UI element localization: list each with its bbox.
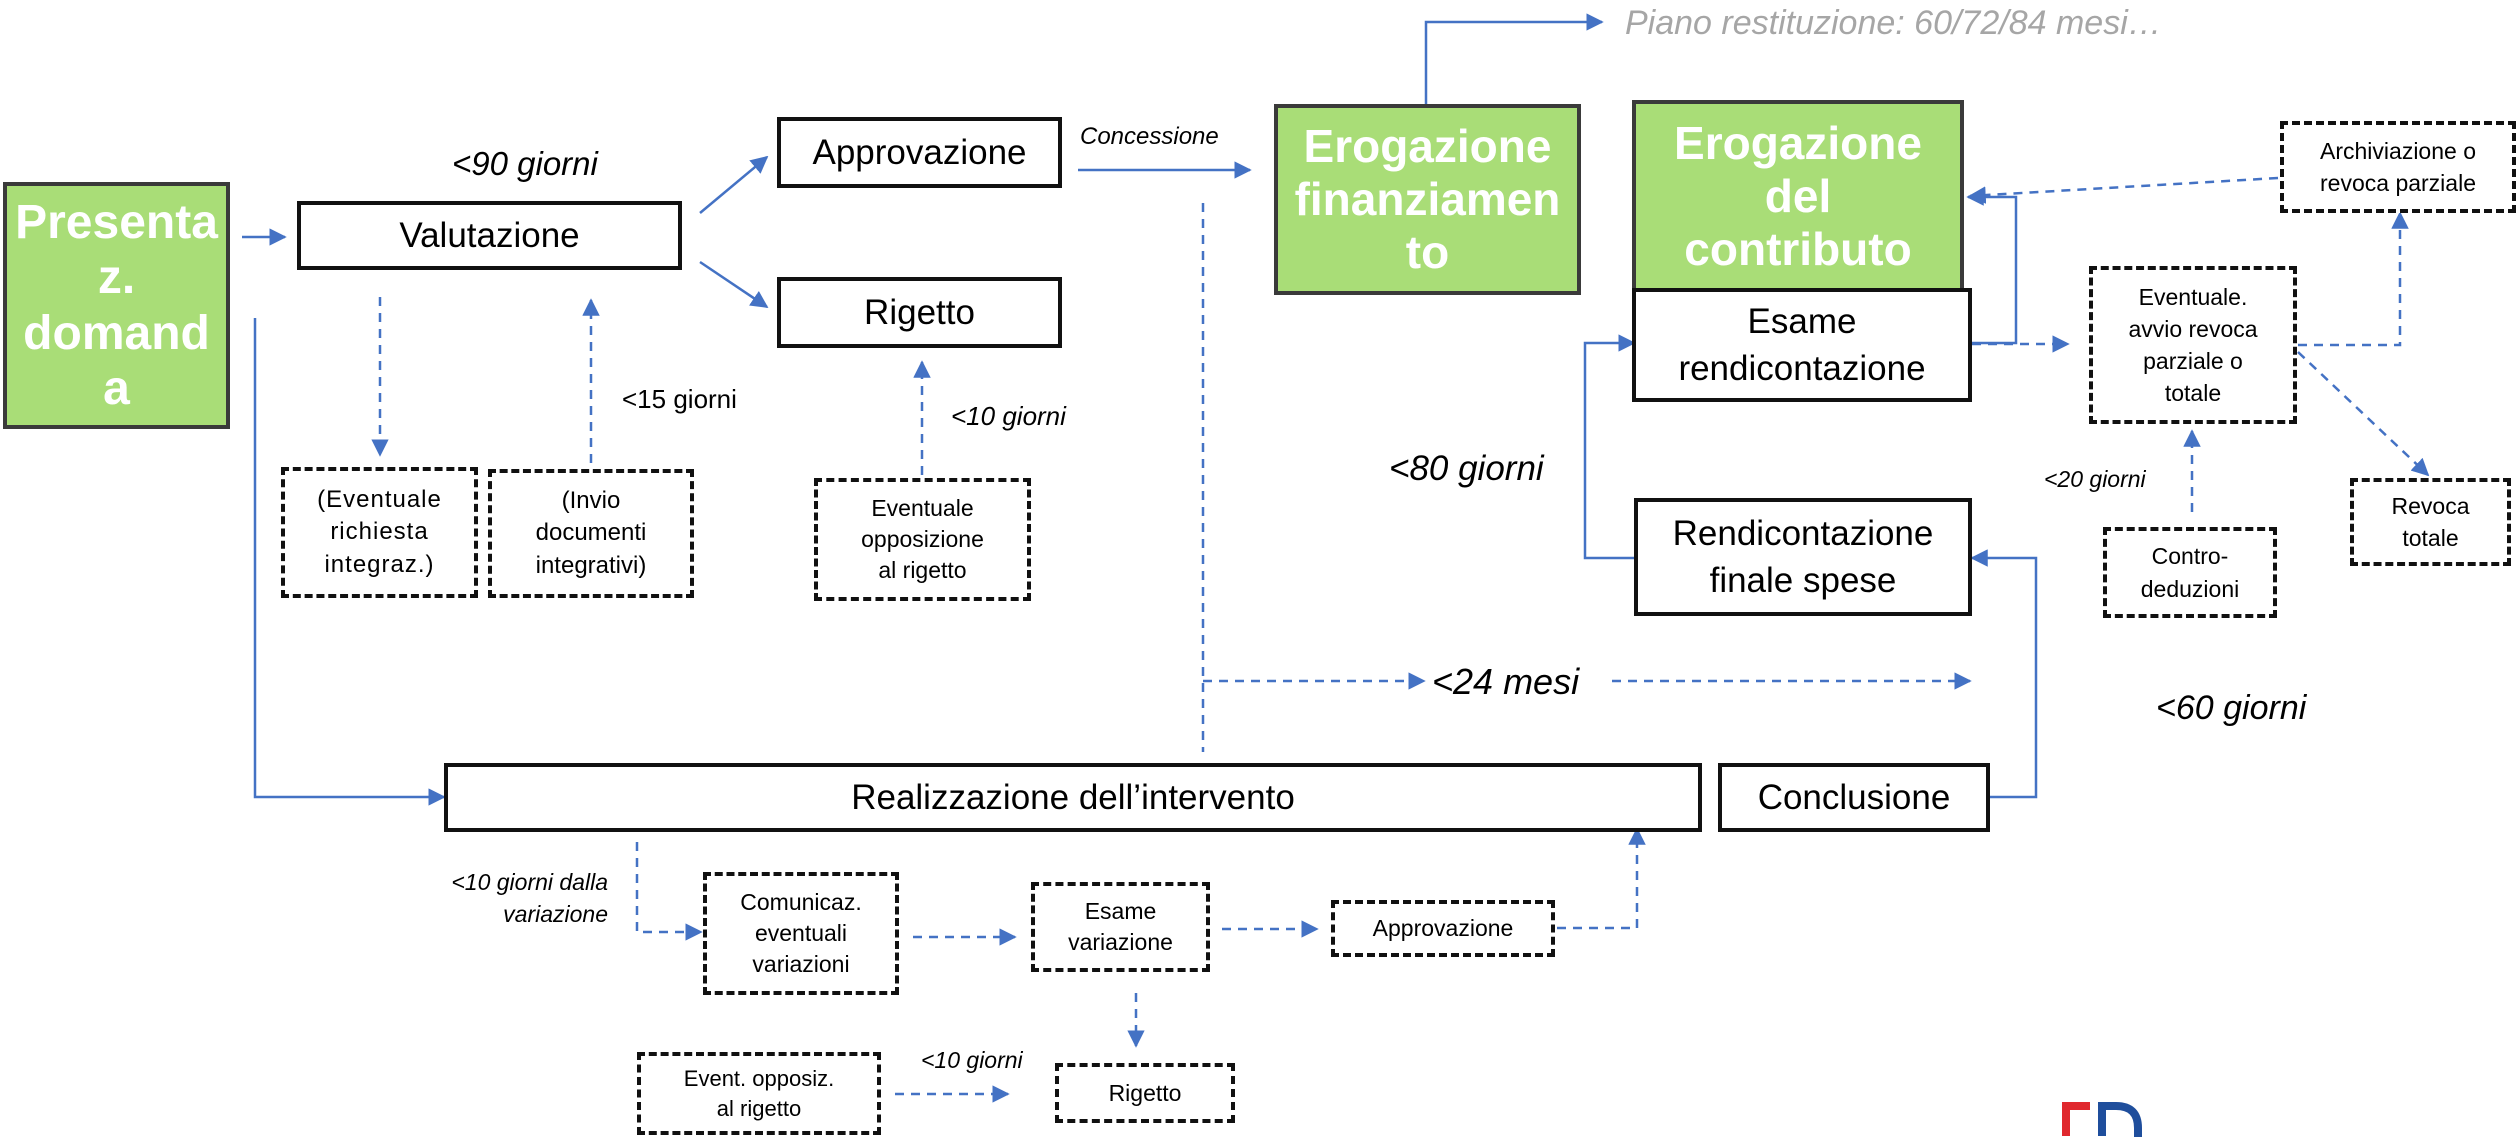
opposizione-variazione-node: Event. opposiz. al rigetto (637, 1052, 881, 1135)
arrow-avvio-revoca-totale (2297, 351, 2430, 477)
comunicazione-variazioni-node: Comunicaz. eventuali variazioni (703, 872, 899, 995)
richiesta-integrazione-node: (Eventuale richiesta integraz.) (281, 467, 478, 598)
presentazione-domanda-node: Presenta z. domand a (3, 182, 230, 429)
erogazione-finanziamento-node: Erogazione finanziamen to (1274, 104, 1581, 295)
arrow-conclusione-rendicontazione (1970, 549, 2038, 799)
archiviazione-node: Archiviazione o revoca parziale (2280, 121, 2516, 213)
dieci-giorni-opposizione-label: <10 giorni (921, 1047, 1023, 1073)
arrow-presentazione-realizzazione (253, 318, 446, 806)
arrow-valutazione-approvazione (699, 155, 769, 214)
arrow-approvazione-realizzazione (1557, 827, 1646, 930)
invio-documenti-node: (Invio documenti integrativi) (488, 469, 694, 598)
ottanta-giorni-label: <80 giorni (1389, 449, 1544, 488)
avvio-revoca-node: Eventuale. avvio revoca parziale o total… (2089, 266, 2297, 424)
arrow-realizzazione-comunicazione (635, 842, 703, 941)
quindici-giorni-label: <15 giorni (622, 384, 737, 414)
conclusione-node: Conclusione (1718, 763, 1990, 832)
arrow-avvio-archiviazione (2298, 211, 2409, 347)
controdeduzioni-node: Contro- deduzioni (2103, 527, 2277, 618)
approvazione-node: Approvazione (777, 117, 1062, 188)
esame-rendicontazione-node: Esame rendicontazione (1632, 288, 1972, 402)
arrow-erogazione-piano (1424, 13, 1604, 104)
rigetto-node: Rigetto (777, 277, 1062, 348)
opposizione-rigetto-node: Eventuale opposizione al rigetto (814, 478, 1031, 601)
approvazione-variazione-node: Approvazione (1331, 900, 1555, 957)
logo-icon (2062, 1100, 2146, 1137)
rendicontazione-finale-node: Rendicontazione finale spese (1634, 498, 1972, 616)
piano-restituzione-label: Piano restituzione: 60/72/84 mesi… (1625, 4, 2162, 42)
valutazione-node: Valutazione (297, 201, 682, 270)
dieci-giorni-rigetto-label: <10 giorni (951, 401, 1066, 431)
esame-variazione-node: Esame variazione (1031, 882, 1210, 972)
novanta-giorni-label: <90 giorni (452, 145, 598, 182)
dieci-giorni-variazione-label: <10 giorni dalla variazione (451, 869, 608, 928)
arrow-valutazione-rigetto (699, 260, 769, 309)
concessione-label: Concessione (1080, 123, 1219, 150)
realizzazione-intervento-node: Realizzazione dell’intervento (444, 763, 1702, 832)
rigetto-variazione-node: Rigetto (1055, 1063, 1235, 1123)
ventiquattro-mesi-label: <24 mesi (1432, 661, 1580, 702)
arrow-archiviazione-erogazione (1968, 176, 2279, 204)
revoca-totale-node: Revoca totale (2350, 478, 2511, 566)
erogazione-contributo-node: Erogazione del contributo (1632, 100, 1964, 293)
arrow-rendicontazione-esame (1583, 334, 1636, 560)
sessanta-giorni-label: <60 giorni (2156, 689, 2307, 727)
venti-giorni-label: <20 giorni (2044, 466, 2146, 492)
arrow-esame-erogazione (1966, 188, 2018, 345)
